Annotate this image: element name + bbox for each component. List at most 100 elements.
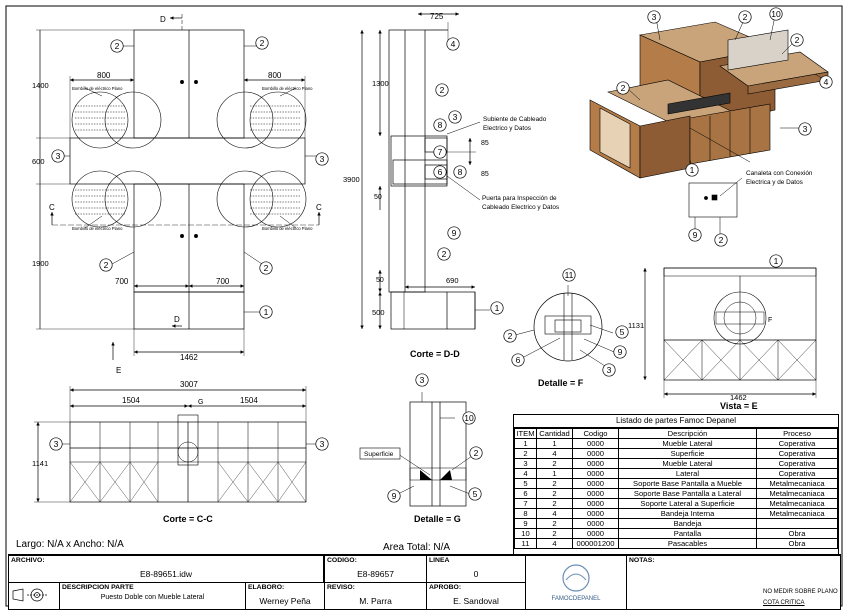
archivo-cell: ARCHIVO: E8-89651.idw <box>8 555 324 583</box>
caption-view-e: Vista = E <box>720 401 758 411</box>
svg-text:10: 10 <box>464 413 474 423</box>
parts-cell-descripcion: Mueble Lateral <box>618 458 757 469</box>
note-canaleta-line1: Canaleta con Conexión <box>746 170 813 177</box>
dim-800-left: 800 <box>97 71 111 80</box>
archivo-value: E8-89651.idw <box>140 569 192 579</box>
parts-list-title: Listado de partes Famoc Depanel <box>514 415 838 428</box>
aprobo-cell: APROBO: E. Sandoval <box>426 582 526 610</box>
linea-value: 0 <box>473 569 479 579</box>
parts-cell-descripcion: Lateral <box>618 468 757 479</box>
svg-text:9: 9 <box>693 230 698 240</box>
note-cable-line2: Electrico y Datos <box>483 125 531 132</box>
parts-cell-codigo: 0000 <box>572 468 619 479</box>
codigo-label: CODIGO: <box>327 557 357 564</box>
svg-text:2: 2 <box>743 12 748 22</box>
parts-cell-descripcion: Soporte Base Pantalla a Mueble <box>618 478 757 489</box>
parts-cell-item: 6 <box>514 488 537 499</box>
note-cota-critica: COTA CRITICA <box>763 600 805 606</box>
parts-cell-proceso: Coperativa <box>756 448 838 459</box>
parts-cell-item: 3 <box>514 458 537 469</box>
svg-text:2: 2 <box>115 41 120 51</box>
dim-800-right: 800 <box>268 71 282 80</box>
parts-cell-proceso: Metalmecaniaca <box>756 478 838 489</box>
svg-text:5: 5 <box>473 489 478 499</box>
note-door-line2: Cableado Electrico y Datos <box>482 204 559 211</box>
company-logo-icon <box>562 564 590 592</box>
dim-50-b: 50 <box>376 277 384 284</box>
codigo-cell: CODIGO: E8-89657 <box>324 555 427 583</box>
parts-cell-cantidad: 2 <box>536 528 573 539</box>
dim-50-a: 50 <box>374 194 382 201</box>
svg-text:2: 2 <box>621 83 626 93</box>
parts-cell-proceso: Coperativa <box>756 438 838 449</box>
svg-text:1: 1 <box>264 307 269 317</box>
projection-cell <box>8 582 60 610</box>
dim-600: 600 <box>32 157 45 166</box>
svg-text:3: 3 <box>320 154 325 164</box>
note-canaleta-line2: Electrica y de Datos <box>746 179 803 186</box>
logo-cell: FAMOCDEPANEL <box>525 555 627 610</box>
projection-symbol-icon <box>12 588 47 602</box>
archivo-label: ARCHIVO: <box>11 557 45 564</box>
parts-cell-codigo: 0000 <box>572 438 619 449</box>
notas-cell: NOTAS: NO MEDIR SOBRE PLANO COTA CRITICA <box>626 555 841 610</box>
size-note: Largo: N/A x Ancho: N/A <box>16 539 124 550</box>
note-door-line1: Puerta para Inspección de <box>482 195 557 202</box>
svg-text:5: 5 <box>620 327 625 337</box>
aprobo-label: APROBO: <box>429 584 462 591</box>
elaboro-cell: ELABORO: Werney Peña <box>245 582 325 610</box>
svg-text:11: 11 <box>565 270 574 280</box>
col-item: ITEM <box>514 428 537 439</box>
section-marker-c-right: C <box>316 203 322 212</box>
svg-text:3: 3 <box>652 12 657 22</box>
svg-text:8: 8 <box>458 167 463 177</box>
parts-cell-codigo: 0000 <box>572 518 619 529</box>
parts-table: ITEM Cantidad Codigo Descripción Proceso… <box>514 428 838 549</box>
descripcion-value: Puesto Doble con Mueble Lateral <box>100 594 205 601</box>
section-marker-d-bottom: D <box>174 315 180 324</box>
area-note: Area Total: N/A <box>383 542 450 553</box>
label-superficie: Superficie <box>364 451 394 458</box>
parts-cell-proceso: Obra <box>756 528 838 539</box>
caption-detail-f: Detalle = F <box>538 378 584 388</box>
reviso-label: REVISO: <box>327 584 355 591</box>
svg-text:6: 6 <box>438 167 443 177</box>
parts-cell-proceso: Metalmecaniaca <box>756 488 838 499</box>
parts-cell-proceso: Metalmecaniaca <box>756 508 838 519</box>
parts-cell-proceso: Obra <box>756 538 838 549</box>
parts-cell-codigo: 0000 <box>572 448 619 459</box>
parts-cell-item: 11 <box>514 538 537 549</box>
caption-section-dd: Corte = D-D <box>410 349 460 359</box>
dim-3007: 3007 <box>180 380 198 389</box>
parts-cell-descripcion: Superficie <box>618 448 757 459</box>
svg-text:3: 3 <box>320 439 325 449</box>
dim-1400: 1400 <box>32 81 49 90</box>
svg-text:9: 9 <box>452 228 457 238</box>
logo-text: FAMOCDEPANEL <box>551 596 601 602</box>
parts-cell-cantidad: 4 <box>536 538 573 549</box>
elaboro-value: Werney Peña <box>259 596 311 606</box>
parts-cell-item: 2 <box>514 448 537 459</box>
parts-cell-descripcion: Pantalla <box>618 528 757 539</box>
parts-cell-cantidad: 2 <box>536 458 573 469</box>
parts-cell-item: 5 <box>514 478 537 489</box>
svg-text:2: 2 <box>508 331 513 341</box>
parts-cell-codigo: 0000 <box>572 498 619 509</box>
col-proceso: Proceso <box>756 428 838 439</box>
label-f: F <box>768 317 772 324</box>
svg-text:2: 2 <box>260 38 265 48</box>
section-marker-c-left: C <box>49 203 55 212</box>
electric-label-4: Bombillo de eléctrico Plano <box>262 226 313 231</box>
codigo-value: E8-89657 <box>357 569 394 579</box>
svg-text:8: 8 <box>438 120 443 130</box>
parts-cell-descripcion: Soporte Base Pantalla a Lateral <box>618 488 757 499</box>
svg-text:1: 1 <box>774 256 779 266</box>
dim-700-left: 700 <box>115 277 129 286</box>
